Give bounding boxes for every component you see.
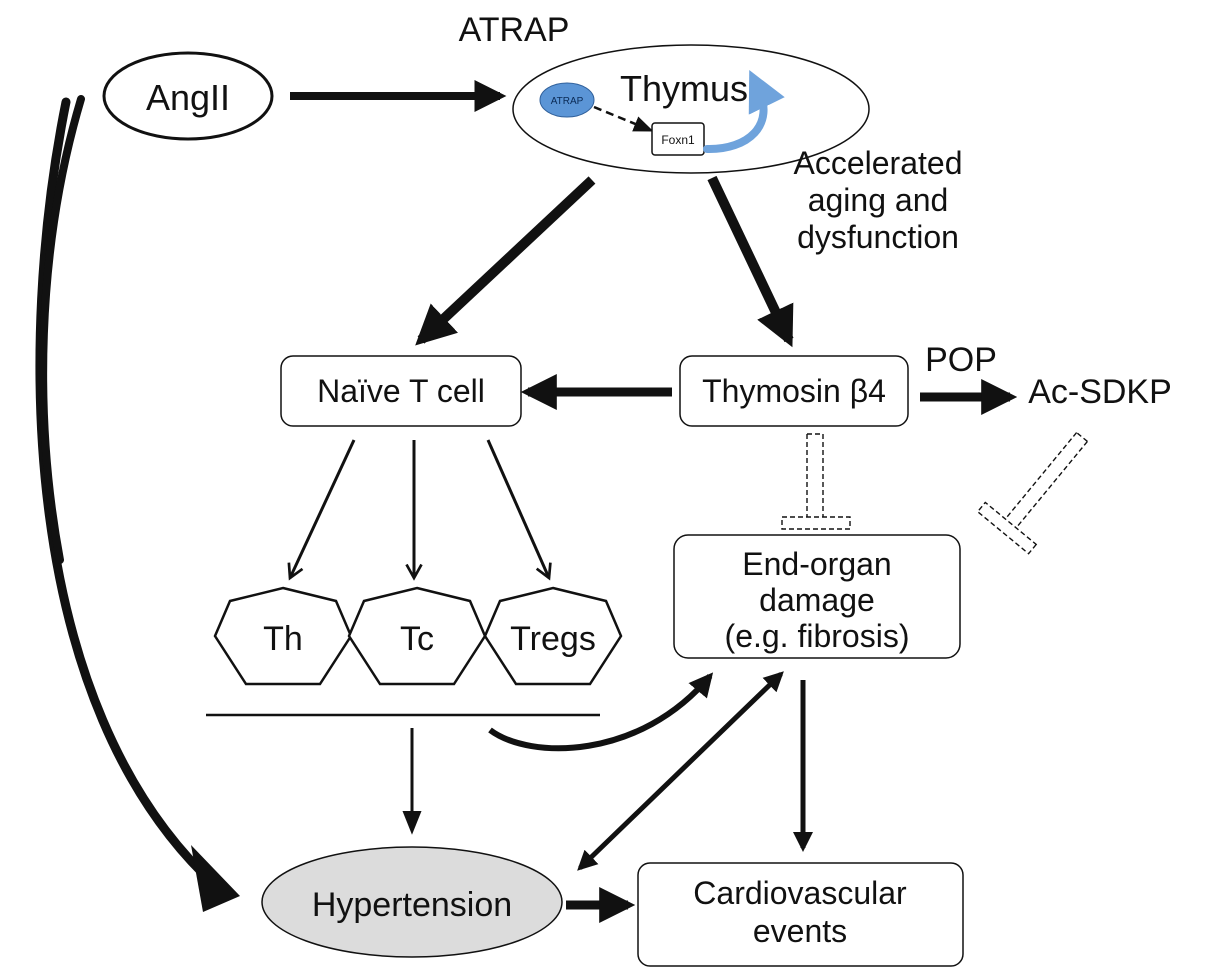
cardio-line-1: Cardiovascular [693,875,907,911]
atrap-protein: ATRAP [539,82,595,118]
pop-label: POP [925,341,997,379]
thymosin-b4-label: Thymosin β4 [702,373,886,409]
th-cell-node: Th [213,586,353,686]
naive-t-cell-node: Naïve T cell [280,355,522,427]
hypertension-damage-bidirectional-arrow [577,671,784,871]
atrap-label: ATRAP [459,11,570,49]
cardio-line-2: events [753,913,847,949]
t-cells-to-damage-arrow [488,672,714,752]
tc-cell-node: Tc [347,586,487,686]
atrap-protein-label: ATRAP [551,96,584,107]
thymosin-b4-node: Thymosin β4 [679,355,909,427]
ac-sdkp-label: Ac-SDKP [1028,373,1172,411]
thymus-node: Thymus ATRAP Foxn1 [512,44,870,174]
aging-line-2: aging and [808,182,949,218]
naive-to-th-arrow [287,439,356,581]
hypertension-node: Hypertension [261,846,563,958]
end-organ-line-1: End-organ [742,546,891,582]
th-label: Th [263,620,303,658]
tregs-label: Tregs [510,620,596,658]
aging-line-1: Accelerated [794,145,963,181]
aging-line-3: dysfunction [797,219,959,255]
cardiovascular-events-node: Cardiovascular events [637,862,964,967]
angii-to-hypertension-arrow [35,95,240,912]
foxn1-gene: Foxn1 [651,122,705,156]
thymus-label: Thymus [620,68,748,109]
hypertension-shape [261,846,563,958]
end-organ-line-2: damage [759,582,875,618]
thymus-to-thymosin-arrow [707,175,794,348]
tc-label: Tc [400,620,434,658]
foxn1-label: Foxn1 [661,133,695,147]
naive-to-tregs-arrow [486,439,552,581]
angii-label: AngII [146,77,230,118]
thymus-to-naive-t-cell-arrow [415,176,596,346]
atrap-to-foxn1-arrow [593,105,654,132]
end-organ-damage-node: End-organ damage (e.g. fibrosis) [673,534,961,659]
thymosin-inhibits-damage [781,433,851,530]
atrap-protein-shape [539,82,595,118]
tregs-cell-node: Tregs [483,586,623,686]
end-organ-line-3: (e.g. fibrosis) [725,618,910,654]
angii-node: AngII [102,51,274,141]
foxn1-feedback-arrow [703,70,785,154]
naive-t-cell-label: Naïve T cell [317,373,485,409]
ac-sdkp-inhibits-damage [976,432,1088,555]
hypertension-label: Hypertension [312,886,512,924]
